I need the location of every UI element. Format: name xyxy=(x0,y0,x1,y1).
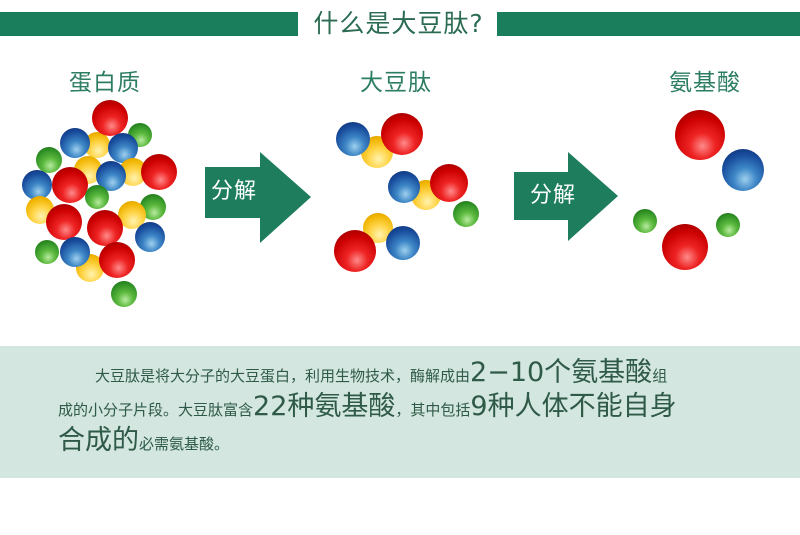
stage-label-soy-peptide: 大豆肽 xyxy=(360,70,432,96)
header-bar-right xyxy=(497,12,800,36)
highlight-22-amino-acids: 22种氨基酸 xyxy=(253,391,396,422)
highlight-synthesized: 合成的 xyxy=(58,425,139,456)
page-title: 什么是大豆肽? xyxy=(313,9,484,38)
text-segment: 成的小分子片段。大豆肽富含 xyxy=(58,401,254,419)
arrow-right-icon xyxy=(514,152,618,241)
red-ball-icon xyxy=(662,224,708,270)
highlight-9-essential: 9种人体不能自身 xyxy=(470,391,677,422)
blue-ball-icon xyxy=(60,237,90,267)
description-box: 大豆肽是将大分子的大豆蛋白，利用生物技术，酶解成由2−10个氨基酸组 成的小分子… xyxy=(0,346,800,478)
description-line-3: 合成的必需氨基酸。 xyxy=(58,424,738,458)
text-segment: 大豆肽是将大分子的大豆蛋白，利用生物技术，酶解成由 xyxy=(95,367,471,385)
text-segment: ，其中包括 xyxy=(395,401,471,419)
green-ball-icon xyxy=(36,147,62,173)
red-ball-icon xyxy=(92,100,128,136)
description-line-2: 成的小分子片段。大豆肽富含22种氨基酸，其中包括9种人体不能自身 xyxy=(58,390,738,424)
stage-label-amino-acid: 氨基酸 xyxy=(669,70,741,96)
stage-label-protein: 蛋白质 xyxy=(69,70,141,96)
blue-ball-icon xyxy=(22,170,52,200)
text-segment: 必需氨基酸。 xyxy=(139,435,230,453)
red-ball-icon xyxy=(87,210,123,246)
red-ball-icon xyxy=(99,242,135,278)
blue-ball-icon xyxy=(60,128,90,158)
red-ball-icon xyxy=(52,167,88,203)
decompose-arrow-1: 分解 xyxy=(205,152,311,244)
red-ball-icon xyxy=(381,113,423,155)
red-ball-icon xyxy=(334,230,376,272)
green-ball-icon xyxy=(716,213,740,237)
header-bar-left xyxy=(0,12,298,36)
blue-ball-icon xyxy=(386,226,420,260)
green-ball-icon xyxy=(453,201,479,227)
green-ball-icon xyxy=(111,281,137,307)
red-ball-icon xyxy=(675,110,725,160)
blue-ball-icon xyxy=(388,171,420,203)
green-ball-icon xyxy=(85,185,109,209)
decompose-arrow-2: 分解 xyxy=(514,152,618,242)
green-ball-icon xyxy=(633,209,657,233)
green-ball-icon xyxy=(35,240,59,264)
arrow-label: 分解 xyxy=(211,179,258,204)
text-segment: 组 xyxy=(652,367,668,385)
blue-ball-icon xyxy=(336,122,370,156)
blue-ball-icon xyxy=(135,222,165,252)
arrow-right-icon xyxy=(205,152,311,243)
highlight-amino-count: 2−10个氨基酸 xyxy=(470,357,653,388)
description-paragraph: 大豆肽是将大分子的大豆蛋白，利用生物技术，酶解成由2−10个氨基酸组 成的小分子… xyxy=(58,356,738,458)
red-ball-icon xyxy=(46,204,82,240)
red-ball-icon xyxy=(430,164,468,202)
red-ball-icon xyxy=(141,154,177,190)
arrow-label: 分解 xyxy=(530,183,577,208)
blue-ball-icon xyxy=(722,149,764,191)
description-line-1: 大豆肽是将大分子的大豆蛋白，利用生物技术，酶解成由2−10个氨基酸组 xyxy=(58,356,738,390)
